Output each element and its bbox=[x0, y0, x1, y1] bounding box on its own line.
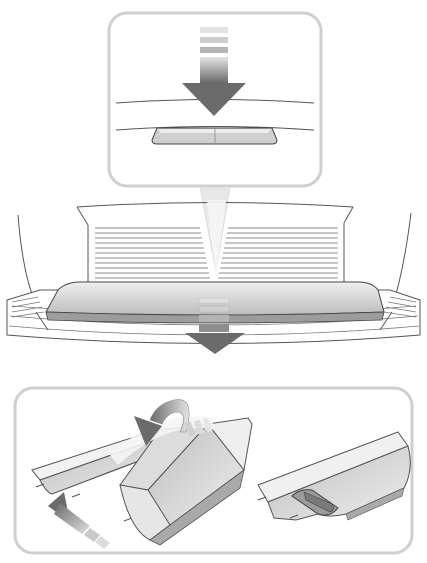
release-button bbox=[152, 128, 277, 144]
front-grille-left bbox=[95, 228, 210, 278]
middle-view bbox=[7, 200, 420, 354]
bottom-inset-panel bbox=[15, 388, 412, 553]
front-grille-right bbox=[218, 228, 338, 278]
